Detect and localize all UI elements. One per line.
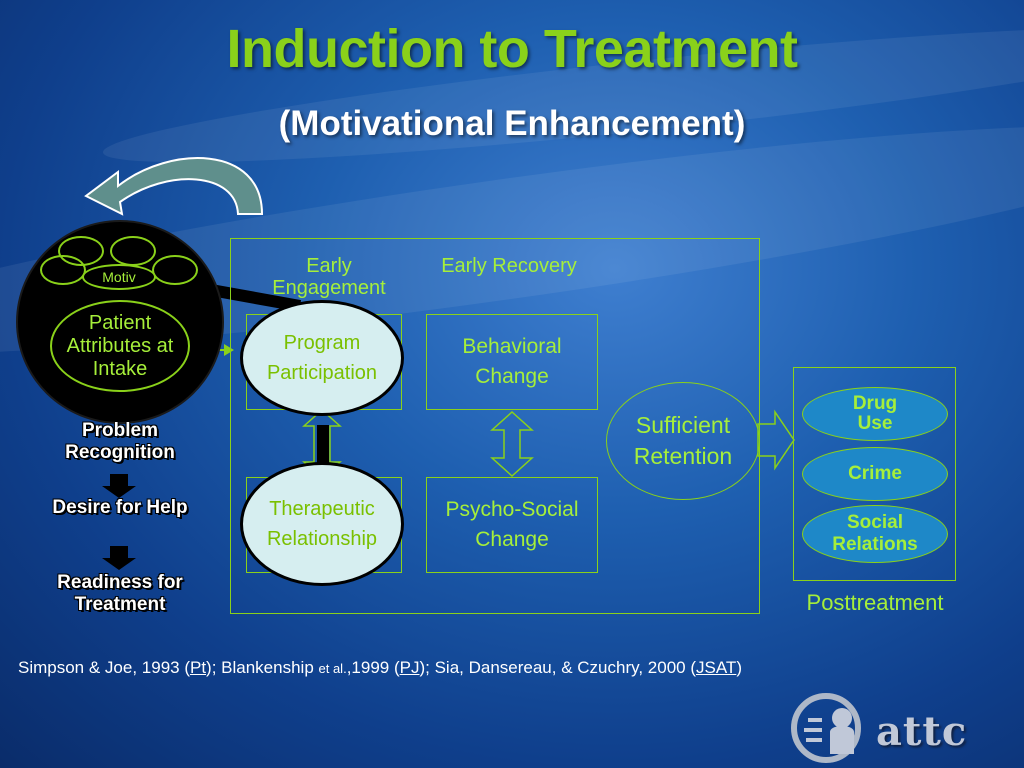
page-subtitle: (Motivational Enhancement)	[278, 104, 746, 143]
motiv-bubble	[110, 236, 156, 266]
phase-early-recovery: Early Recovery	[441, 255, 577, 277]
arrow-right-icon	[757, 409, 795, 471]
citation-link-pj[interactable]: PJ	[399, 658, 420, 677]
motiv-bubble	[58, 236, 104, 266]
citation: Simpson & Joe, 1993 (Pt); Blankenship et…	[18, 658, 742, 677]
posttreatment-label: Posttreatment	[806, 590, 944, 615]
citation-link-pt[interactable]: Pt	[189, 658, 207, 677]
motiv-bubble	[152, 255, 198, 285]
therapeutic-relationship: Therapeutic Relationship	[240, 462, 404, 586]
stage-readiness-for-treatment: Readiness for Treatment	[57, 572, 183, 615]
treatment-box	[230, 238, 760, 614]
attc-logo-icon	[791, 693, 861, 763]
attc-logo-text: attc	[876, 708, 968, 755]
stage-problem-recognition: Problem Recognition	[65, 420, 175, 463]
down-arrow-icon	[102, 474, 136, 498]
double-arrow-icon	[490, 410, 534, 478]
psycho-social-change: Psycho-Social Change	[426, 477, 598, 573]
outcome-drug-use: Drug Use	[802, 387, 948, 441]
stage-desire-for-help: Desire for Help	[52, 497, 188, 518]
phase-early-engagement: Early Engagement	[272, 255, 386, 299]
posttreatment-box	[793, 367, 956, 581]
curved-return-arrow	[84, 157, 264, 216]
sufficient-retention: Sufficient Retention	[606, 382, 760, 500]
outcome-crime: Crime	[802, 447, 948, 501]
outcome-social-relations: Social Relations	[802, 505, 948, 563]
motiv-label: Motiv	[82, 264, 156, 290]
down-arrow-icon	[102, 546, 136, 570]
page-title: Induction to Treatment	[226, 19, 798, 79]
program-participation: Program Participation	[240, 300, 404, 416]
behavioral-change: Behavioral Change	[426, 314, 598, 410]
patient-attributes: Patient Attributes at Intake	[50, 300, 190, 392]
citation-link-jsat[interactable]: JSAT	[696, 658, 737, 677]
arrow-right-icon	[224, 344, 234, 356]
